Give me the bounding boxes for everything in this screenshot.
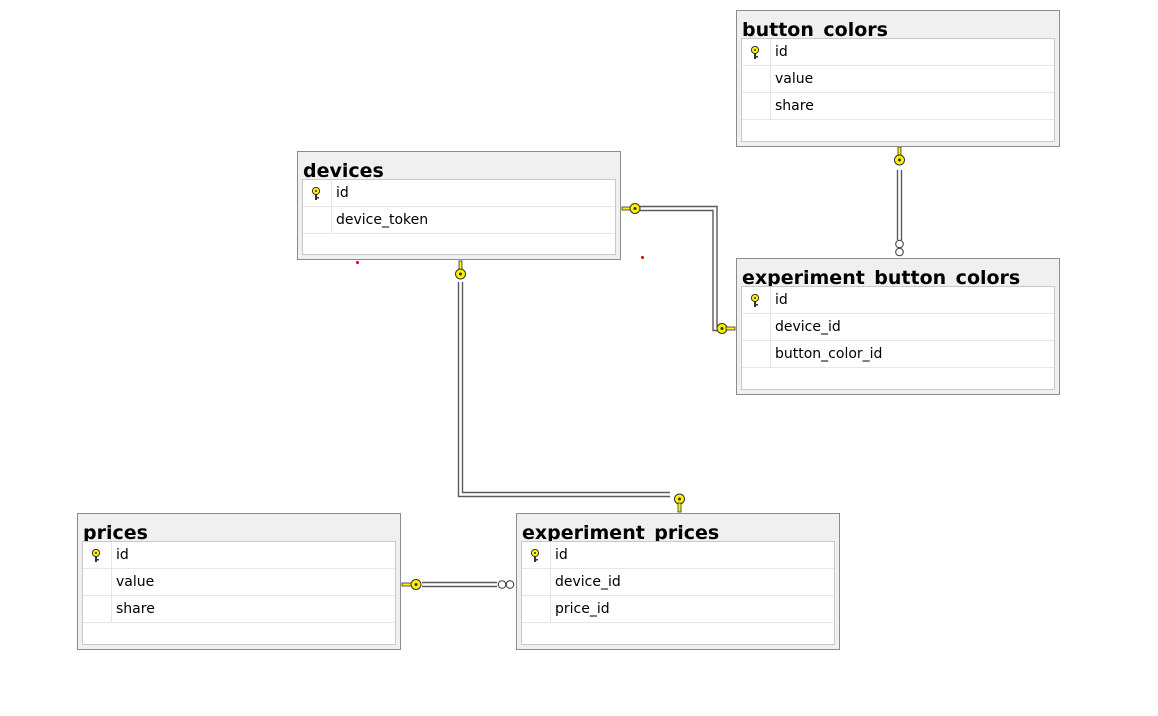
stray-dot bbox=[356, 261, 359, 264]
row-gutter bbox=[522, 596, 551, 622]
stray-dot bbox=[641, 256, 644, 259]
column-row-share[interactable]: share bbox=[742, 93, 1054, 120]
key-icon bbox=[311, 187, 321, 200]
table-button-colors[interactable]: button_colors id value share bbox=[736, 10, 1060, 147]
row-gutter bbox=[742, 66, 771, 92]
row-gutter bbox=[742, 341, 771, 367]
column-row-share[interactable]: share bbox=[83, 596, 395, 623]
relationship-key-icon bbox=[674, 493, 685, 513]
key-icon bbox=[91, 549, 101, 562]
table-experiment-prices[interactable]: experiment_prices id device_id price_id bbox=[516, 513, 840, 650]
column-list: id value share bbox=[741, 38, 1055, 142]
column-row-device-id[interactable]: device_id bbox=[742, 314, 1054, 341]
row-gutter bbox=[303, 207, 332, 233]
column-name: price_id bbox=[555, 601, 610, 617]
relationship-devices-experiment-button-colors[interactable] bbox=[621, 203, 736, 334]
column-row-value[interactable]: value bbox=[742, 66, 1054, 93]
row-gutter bbox=[522, 569, 551, 595]
column-row-id[interactable]: id bbox=[83, 542, 395, 569]
relationship-key-icon bbox=[455, 260, 466, 280]
table-experiment-button-colors[interactable]: experiment_button_colors id device_id bu… bbox=[736, 258, 1060, 395]
column-name: id bbox=[336, 185, 349, 201]
column-row-price-id[interactable]: price_id bbox=[522, 596, 834, 623]
table-title: experiment_button_colors bbox=[742, 267, 1021, 287]
row-gutter bbox=[742, 314, 771, 340]
relationship-devices-experiment-prices[interactable] bbox=[455, 260, 685, 513]
key-icon bbox=[750, 294, 760, 307]
infinity-icon bbox=[895, 239, 904, 257]
row-gutter bbox=[522, 542, 551, 568]
relationship-key-icon bbox=[401, 579, 422, 590]
column-name: value bbox=[775, 71, 814, 87]
column-list: id value share bbox=[82, 541, 396, 645]
row-gutter bbox=[742, 287, 771, 313]
column-name: share bbox=[775, 98, 814, 114]
relationship-key-icon bbox=[716, 323, 736, 334]
relationship-key-icon bbox=[621, 203, 641, 214]
row-gutter bbox=[83, 569, 112, 595]
column-row-device-token[interactable]: device_token bbox=[303, 207, 615, 234]
column-name: device_id bbox=[775, 319, 841, 335]
row-gutter bbox=[742, 93, 771, 119]
column-row-id[interactable]: id bbox=[742, 287, 1054, 314]
column-row-id[interactable]: id bbox=[522, 542, 834, 569]
column-name: device_token bbox=[336, 212, 429, 228]
column-list: id device_id button_color_id bbox=[741, 286, 1055, 390]
column-list: id device_id price_id bbox=[521, 541, 835, 645]
key-icon bbox=[530, 549, 540, 562]
key-icon bbox=[750, 46, 760, 59]
column-row-id[interactable]: id bbox=[742, 39, 1054, 66]
relationship-key-icon bbox=[894, 146, 905, 166]
row-gutter bbox=[742, 39, 771, 65]
column-list: id device_token bbox=[302, 179, 616, 255]
column-name: share bbox=[116, 601, 155, 617]
relationship-prices-experiment-prices[interactable] bbox=[401, 579, 515, 590]
table-title: button_colors bbox=[742, 19, 888, 39]
column-name: id bbox=[775, 292, 788, 308]
row-gutter bbox=[83, 596, 112, 622]
column-name: id bbox=[775, 44, 788, 60]
table-title: experiment_prices bbox=[522, 522, 720, 542]
column-row-id[interactable]: id bbox=[303, 180, 615, 207]
table-devices[interactable]: devices id device_token bbox=[297, 151, 621, 260]
column-name: value bbox=[116, 574, 155, 590]
column-row-button-color-id[interactable]: button_color_id bbox=[742, 341, 1054, 368]
column-row-value[interactable]: value bbox=[83, 569, 395, 596]
infinity-icon bbox=[497, 580, 515, 589]
column-row-device-id[interactable]: device_id bbox=[522, 569, 834, 596]
table-title: devices bbox=[303, 160, 384, 180]
table-title: prices bbox=[83, 522, 148, 542]
column-name: button_color_id bbox=[775, 346, 883, 362]
column-name: id bbox=[116, 547, 129, 563]
relationship-button-colors-experiment-button-colors[interactable] bbox=[894, 146, 905, 257]
table-prices[interactable]: prices id value share bbox=[77, 513, 401, 650]
column-name: device_id bbox=[555, 574, 621, 590]
row-gutter bbox=[83, 542, 112, 568]
column-name: id bbox=[555, 547, 568, 563]
row-gutter bbox=[303, 180, 332, 206]
